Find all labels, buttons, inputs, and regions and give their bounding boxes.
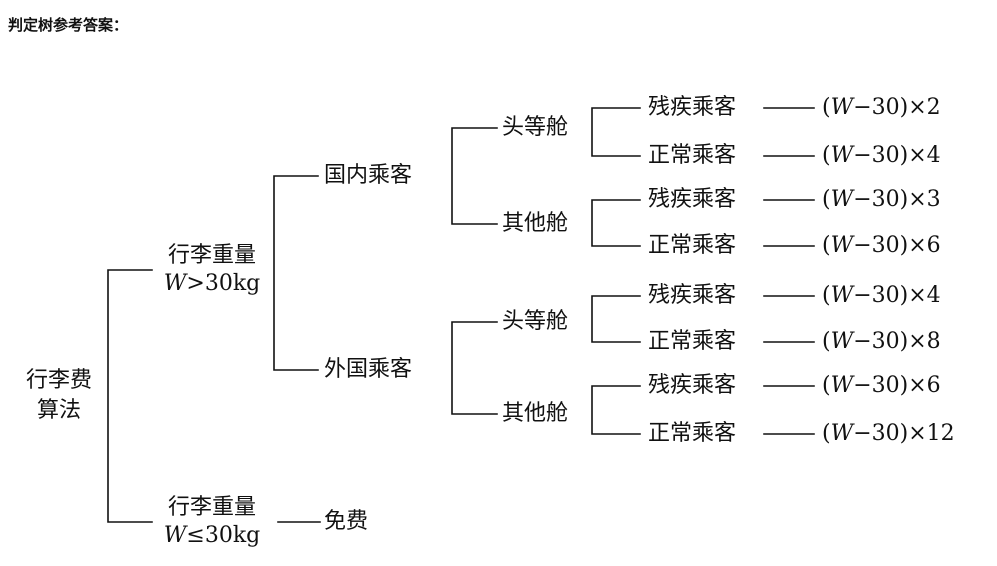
leaf-label: 正常乘客 bbox=[648, 233, 737, 258]
heavy-bracket bbox=[273, 175, 319, 371]
leaf-bracket-4 bbox=[591, 385, 641, 435]
condition-heavy: 行李重量 W>30kg bbox=[156, 242, 268, 298]
cabin-domestic-other: 其他舱 bbox=[502, 211, 569, 236]
foreign-bracket bbox=[451, 321, 498, 415]
weight-symbol: W bbox=[830, 373, 854, 398]
group-domestic: 国内乘客 bbox=[324, 163, 413, 188]
weight-symbol: W bbox=[163, 271, 187, 296]
formula: (W−30)×12 bbox=[822, 421, 955, 446]
formula: (W−30)×2 bbox=[822, 95, 941, 120]
leaf-bracket-1 bbox=[591, 107, 641, 157]
root-bracket bbox=[107, 269, 153, 523]
condition-light: 行李重量 W≤30kg bbox=[156, 494, 268, 550]
cabin-foreign-other: 其他舱 bbox=[502, 401, 569, 426]
formula: (W−30)×4 bbox=[822, 143, 941, 168]
leaf-label: 残疾乘客 bbox=[648, 373, 737, 398]
condition-light-threshold: ≤30kg bbox=[186, 523, 261, 548]
leaf-label: 残疾乘客 bbox=[648, 187, 737, 212]
weight-symbol: W bbox=[830, 283, 854, 308]
condition-heavy-threshold: >30kg bbox=[186, 271, 261, 296]
leaf-label: 正常乘客 bbox=[648, 329, 737, 354]
leaf-label: 残疾乘客 bbox=[648, 95, 737, 120]
weight-symbol: W bbox=[830, 143, 854, 168]
cabin-domestic-first: 头等舱 bbox=[502, 115, 569, 140]
root-node: 行李费 算法 bbox=[22, 366, 96, 426]
root-label-line1: 行李费 bbox=[25, 368, 92, 393]
weight-symbol: W bbox=[830, 187, 854, 212]
formula: (W−30)×3 bbox=[822, 187, 941, 212]
cabin-foreign-first: 头等舱 bbox=[502, 309, 569, 334]
leaf-bracket-3 bbox=[591, 295, 641, 343]
leaf-label: 正常乘客 bbox=[648, 421, 737, 446]
weight-symbol: W bbox=[830, 95, 854, 120]
condition-light-label: 行李重量 bbox=[167, 495, 256, 520]
weight-symbol: W bbox=[830, 233, 854, 258]
condition-light-value: W≤30kg bbox=[156, 522, 268, 550]
weight-symbol: W bbox=[163, 523, 187, 548]
leaf-label: 残疾乘客 bbox=[648, 283, 737, 308]
formula: (W−30)×6 bbox=[822, 233, 941, 258]
weight-symbol: W bbox=[830, 329, 854, 354]
leaf-bracket-2 bbox=[591, 199, 641, 247]
formula: (W−30)×4 bbox=[822, 283, 941, 308]
group-foreign: 外国乘客 bbox=[324, 357, 413, 382]
condition-heavy-value: W>30kg bbox=[156, 270, 268, 298]
free-result: 免费 bbox=[324, 509, 369, 534]
formula: (W−30)×8 bbox=[822, 329, 941, 354]
weight-symbol: W bbox=[830, 421, 854, 446]
condition-heavy-label: 行李重量 bbox=[167, 243, 256, 268]
formula: (W−30)×6 bbox=[822, 373, 941, 398]
leaf-label: 正常乘客 bbox=[648, 143, 737, 168]
root-label-line2: 算法 bbox=[36, 398, 81, 423]
domestic-bracket bbox=[451, 127, 498, 225]
page-heading: 判定树参考答案： bbox=[8, 16, 129, 34]
